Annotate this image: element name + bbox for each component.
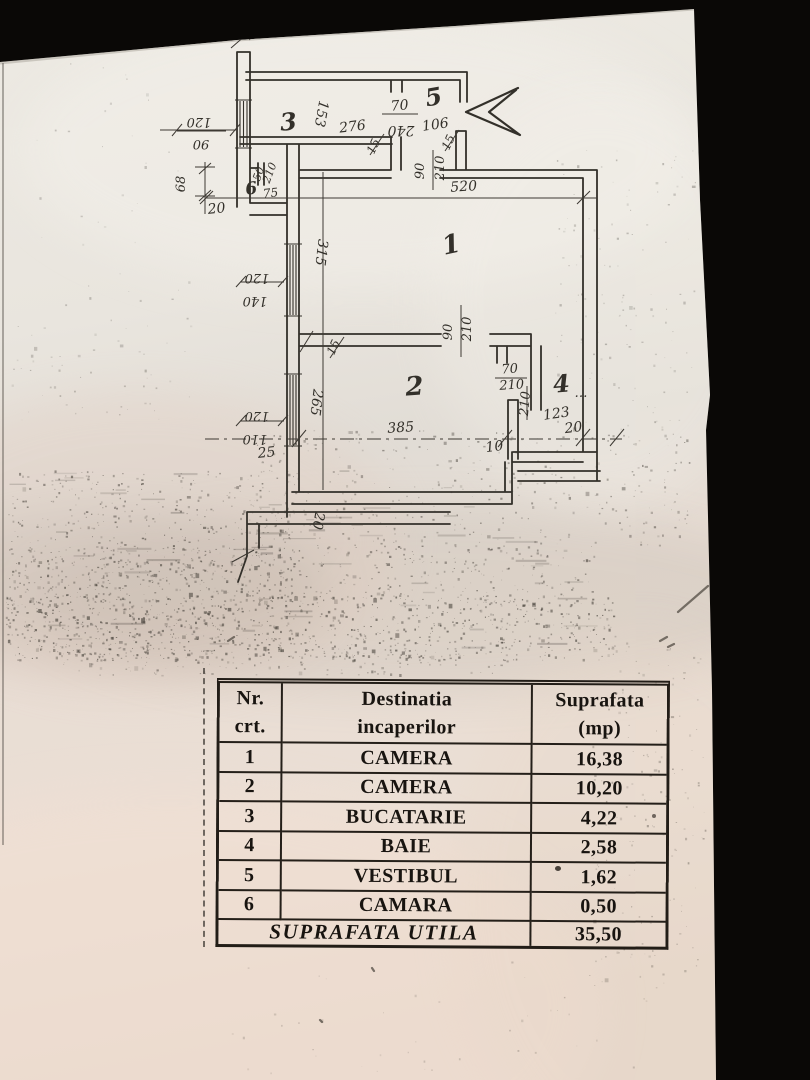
dashed-margin-line	[203, 668, 205, 947]
dimension-label: 70	[390, 97, 409, 114]
row-nr: 6	[218, 890, 282, 921]
dimension-label: 315	[311, 238, 330, 267]
dimension-label: 90	[441, 324, 456, 341]
table-header-area: Suprafata (mp)	[532, 684, 667, 746]
header-area-line1: Suprafata	[555, 689, 645, 712]
row-area: 2,58	[531, 833, 667, 864]
dimension-label: 385	[387, 419, 415, 437]
table-header-destination: Destinatia incaperilor	[282, 683, 533, 745]
header-nr-line1: Nr.	[236, 687, 265, 710]
row-destination: CAMERA	[282, 743, 533, 775]
dimension-label: 68	[174, 176, 189, 193]
dimension-label: 15	[439, 132, 458, 152]
dimension-label: 1	[439, 229, 463, 262]
dimension-label: 6	[244, 178, 259, 199]
total-row-label: SUPRAFATA UTILA	[218, 920, 532, 946]
dimension-label: 70	[501, 361, 519, 377]
dimension-label: 75	[262, 185, 279, 201]
row-area: 4,22	[532, 803, 667, 835]
header-dest-line2: incaperilor	[357, 715, 457, 739]
header-nr-line2: crt.	[234, 715, 266, 738]
row-destination: CAMERA	[282, 772, 533, 804]
entrance-arrow	[464, 86, 522, 137]
dimension-label: 4	[552, 368, 571, 398]
row-area: 10,20	[532, 774, 667, 805]
dimension-label: 210	[433, 156, 448, 182]
dimension-label: 10	[485, 438, 505, 456]
dimension-label: 265	[306, 387, 325, 417]
dimension-label: 140	[243, 293, 268, 308]
dimension-label: 2	[403, 371, 424, 402]
scan-dot-artifact	[555, 866, 561, 871]
row-nr: 4	[218, 831, 283, 862]
dimension-label: 20	[308, 510, 327, 531]
plan-walls	[236, 51, 601, 583]
row-area: 0,50	[531, 892, 666, 923]
paper-sheet	[0, 9, 716, 1080]
header-dest-line1: Destinatia	[361, 687, 453, 711]
row-nr: 5	[218, 861, 282, 891]
dimension-label: 90	[413, 163, 428, 180]
table-header-nr: Nr. crt.	[219, 683, 283, 744]
scan-dot-artifact	[652, 814, 656, 818]
dimension-label: 123	[542, 404, 571, 424]
dimension-label: …	[575, 386, 588, 401]
row-area: 16,38	[532, 744, 667, 776]
total-row-area: 35,50	[574, 923, 623, 946]
dimension-label: 240	[388, 122, 416, 138]
dimension-label: 90	[193, 136, 210, 151]
row-nr: 1	[219, 743, 283, 773]
dimension-label: 276	[337, 117, 367, 136]
row-destination: BAIE	[281, 831, 533, 863]
dimension-label: 15	[364, 136, 383, 156]
dimension-label: 153	[311, 99, 331, 128]
row-destination: BUCATARIE	[282, 802, 533, 834]
dimension-label: 210	[517, 391, 534, 418]
pencil-marks	[226, 584, 710, 1024]
dimension-label: 520	[450, 178, 478, 196]
dimension-label: 50	[250, 165, 267, 183]
scan-noise-speckles	[5, 63, 707, 1075]
dimension-label: 20	[563, 419, 584, 437]
dimension-label: 110	[243, 431, 268, 446]
dimension-label: 210	[460, 317, 475, 343]
dimension-label: 3	[279, 106, 298, 136]
dimension-label: 120	[245, 270, 270, 285]
dimension-label: 15	[324, 337, 343, 357]
row-area: 1,62	[531, 862, 666, 894]
paper-top-edge-shadow	[0, 9, 695, 65]
row-nr: 2	[219, 772, 283, 803]
area-table: Nr. crt. Destinatia incaperilor Suprafat…	[215, 678, 670, 950]
dimension-label: 210	[498, 377, 525, 394]
dimension-label: 106	[421, 115, 450, 135]
row-destination: VESTIBUL	[281, 861, 532, 893]
dimension-label: 120	[187, 114, 212, 129]
row-destination: CAMARA	[281, 890, 532, 922]
header-area-line2: (mp)	[578, 717, 622, 740]
dimension-label: 5	[423, 81, 444, 112]
dimension-label: 120	[245, 408, 270, 423]
dimension-label: 20	[206, 200, 226, 218]
dimension-label: 25	[256, 444, 276, 462]
row-nr: 3	[219, 802, 283, 832]
